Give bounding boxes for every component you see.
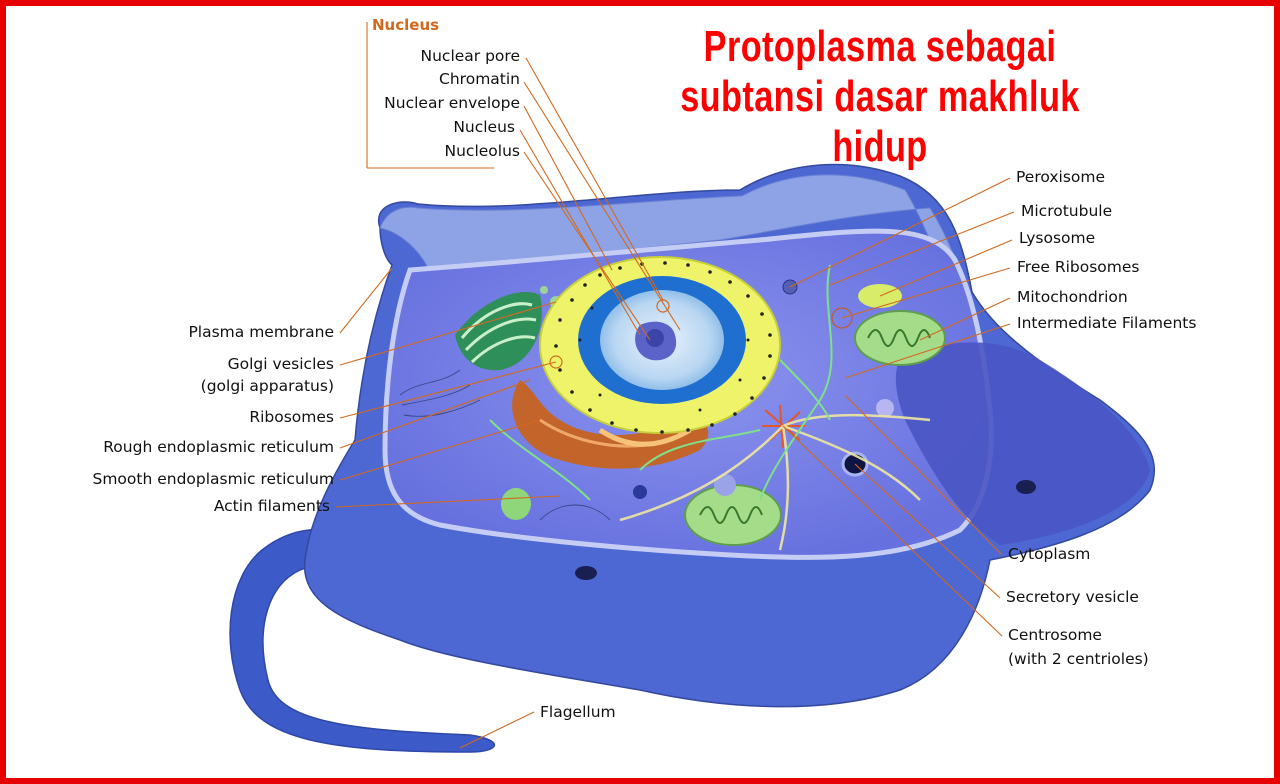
- label-secretory-vesicle: Secretory vesicle: [1006, 588, 1139, 606]
- nucleus-structure: [539, 256, 781, 434]
- vesicle-round: [876, 399, 894, 417]
- label-golgi-vesicles: Golgi vesicles: [228, 355, 334, 373]
- label-peroxisome: Peroxisome: [1016, 168, 1105, 186]
- nucleus-leader-lines: [519, 57, 681, 341]
- label-mitochondrion: Mitochondrion: [1017, 288, 1128, 306]
- label-nuclear-pore: Nuclear pore: [421, 47, 520, 65]
- label-nucleolus: Nucleolus: [445, 142, 520, 160]
- nucleus-group-heading: Nucleus: [372, 16, 439, 34]
- label-rough-er: Rough endoplasmic reticulum: [103, 438, 334, 456]
- secretory-vesicle-dark: [1016, 480, 1036, 494]
- label-free-ribosomes: Free Ribosomes: [1017, 258, 1140, 276]
- label-centrioles: (with 2 centrioles): [1008, 650, 1149, 668]
- left-leader-lines: [335, 267, 561, 508]
- vesicle-small: [633, 485, 647, 499]
- label-flagellum: Flagellum: [540, 703, 616, 721]
- flagellum-shape: [229, 528, 496, 753]
- cell-right-lobe: [895, 342, 1150, 545]
- label-nucleus: Nucleus: [453, 118, 515, 136]
- vesicle-center: [714, 474, 736, 496]
- vesicle-dark-bottom: [575, 566, 597, 580]
- label-microtubule: Microtubule: [1021, 202, 1112, 220]
- free-ribosomes-ring: [831, 307, 853, 329]
- label-ribosomes: Ribosomes: [249, 408, 334, 426]
- title-line-1: Protoplasma sebagai: [703, 22, 1057, 71]
- right-leader-lines: [782, 177, 1015, 637]
- label-intermediate-filaments: Intermediate Filaments: [1017, 314, 1196, 332]
- mitochondrion-lower: [684, 484, 782, 546]
- intermediate-filaments: [619, 413, 931, 551]
- label-actin-filaments: Actin filaments: [214, 497, 330, 515]
- title-line-2: subtansi dasar makhluk hidup: [680, 72, 1080, 171]
- nucleus-label-bracket: [366, 22, 494, 169]
- label-lysosome: Lysosome: [1019, 229, 1095, 247]
- label-smooth-er: Smooth endoplasmic reticulum: [92, 470, 334, 488]
- label-nuclear-envelope: Nuclear envelope: [384, 94, 520, 112]
- label-golgi-apparatus: (golgi apparatus): [201, 377, 334, 395]
- page-title: Protoplasma sebagai subtansi dasar makhl…: [630, 22, 1129, 172]
- label-cytoplasm: Cytoplasm: [1008, 545, 1090, 563]
- mitochondrion-upper: [854, 310, 946, 366]
- flagellum-leader: [459, 711, 535, 749]
- rough-endoplasmic-reticulum: [512, 380, 709, 469]
- microtubules: [489, 264, 833, 501]
- smooth-er-blob: [501, 488, 531, 520]
- actin-filaments: [399, 369, 611, 521]
- label-centrosome: Centrosome: [1008, 626, 1102, 644]
- label-plasma-membrane: Plasma membrane: [188, 323, 334, 341]
- label-chromatin: Chromatin: [439, 70, 520, 88]
